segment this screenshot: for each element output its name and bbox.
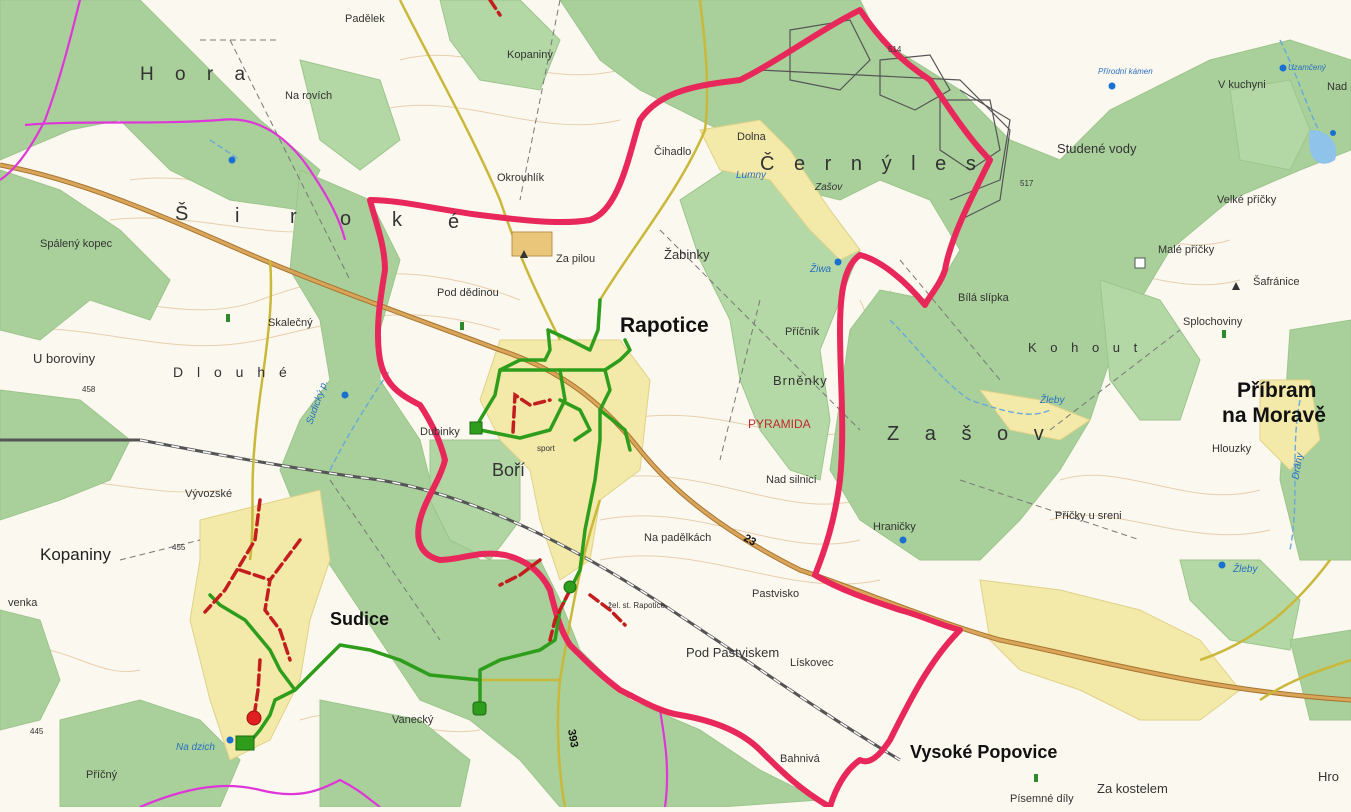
label-brnenky: Brněnky <box>773 373 828 388</box>
label-v-kuchyni: V kuchyni <box>1218 79 1266 91</box>
tracks <box>119 0 1181 641</box>
label-u-boroviny: U boroviny <box>33 351 96 366</box>
label-okrouhlik: Okrouhlík <box>497 172 545 184</box>
elevation-517: 517 <box>1020 179 1034 188</box>
minor-roads <box>248 0 1351 807</box>
elevation-458: 458 <box>82 385 96 394</box>
route-marker-red[interactable] <box>246 710 262 726</box>
label-dolna: Dolna <box>737 131 767 143</box>
label-nad: Nad <box>1327 81 1347 93</box>
label-kopaniny[interactable]: Kopaniny <box>40 545 111 564</box>
elevation-455: 455 <box>172 543 186 552</box>
label-studene-vody: Studené vody <box>1057 141 1137 156</box>
label-zabinky: Žabinky <box>664 247 710 262</box>
route-existing <box>208 298 632 744</box>
label-siroke-i: i <box>235 205 239 227</box>
label-pribram-line1[interactable]: Příbram <box>1237 379 1316 402</box>
label-zleby-2: Žleby <box>1232 562 1258 575</box>
label-siroke-o: o <box>340 208 351 230</box>
route-node[interactable] <box>472 701 487 716</box>
label-vysoke-popovice[interactable]: Vysoké Popovice <box>910 742 1057 762</box>
label-ziwa: Žiwa <box>809 262 832 275</box>
label-za-kostelem: Za kostelem <box>1097 781 1168 796</box>
label-bori: Boří <box>492 460 525 480</box>
label-pribram-line2[interactable]: na Moravě <box>1222 404 1326 427</box>
label-drahy: Dráhy <box>1290 451 1306 480</box>
label-uzamceny: Uzamčený <box>1288 63 1327 72</box>
label-pyramida[interactable]: PYRAMIDA <box>748 417 811 431</box>
label-hro: Hro <box>1318 769 1339 784</box>
label-venka: venka <box>8 597 38 609</box>
municipal-boundary <box>367 7 993 807</box>
label-male-pricky: Malé příčky <box>1158 244 1215 256</box>
label-pricny: Příčný <box>86 769 118 781</box>
label-splochoviny: Splochoviny <box>1183 316 1243 328</box>
label-cerny-les: Č e r n ý l e s <box>760 152 983 175</box>
pond <box>1309 130 1337 164</box>
route-planned <box>203 0 627 712</box>
label-na-padelkach: Na padělkách <box>644 532 711 544</box>
label-padelek: Padělek <box>345 13 385 25</box>
label-hranicky: Hraničky <box>873 521 916 533</box>
label-station-rapotice: žel. st. Rapotice <box>608 601 665 610</box>
district-boundary <box>0 0 669 807</box>
label-pastvisko: Pastvisko <box>752 588 799 600</box>
label-siroke-e: é <box>448 211 459 233</box>
label-bahniva: Bahnivá <box>780 753 821 765</box>
road-number-393: 393 <box>565 728 580 748</box>
label-cihadlo: Čihadlo <box>654 145 691 158</box>
label-siroke-s: Š <box>175 202 188 225</box>
label-pisemne-dily: Písemné díly <box>1010 793 1074 805</box>
route-node[interactable] <box>563 580 577 594</box>
label-liskovec: Lískovec <box>790 657 834 669</box>
label-vanecky: Vanecký <box>392 714 434 726</box>
label-skalecny: Skalečný <box>268 317 313 329</box>
label-prirodni-kamen: Přírodní kámen <box>1098 67 1153 76</box>
label-dlouhe: D l o u h é <box>173 364 292 380</box>
label-pod-pastviskem: Pod Pastviskem <box>686 645 779 660</box>
label-zasov-small: Zašov <box>814 182 843 193</box>
label-rapotice[interactable]: Rapotice <box>620 314 709 337</box>
elevation-514: 514 <box>888 45 902 54</box>
label-hlouzky: Hlouzky <box>1212 443 1252 455</box>
label-na-dzich: Na dzich <box>176 742 215 753</box>
label-pricky-u-sreni: Příčky u sreni <box>1055 510 1122 522</box>
railway-dash <box>139 439 901 761</box>
label-velke-pricky: Velké příčky <box>1217 194 1277 206</box>
label-bila-slipka: Bílá slípka <box>958 292 1010 304</box>
label-siroke-r: r <box>290 206 297 228</box>
label-sport: sport <box>537 444 556 453</box>
label-hora: H o r a <box>140 64 253 85</box>
label-za-pilou: Za pilou <box>556 253 595 265</box>
label-kohout: K o h o u t <box>1028 340 1142 355</box>
label-sudice[interactable]: Sudice <box>330 609 389 629</box>
label-dubinky: Dubinky <box>420 426 460 438</box>
elevation-445: 445 <box>30 727 44 736</box>
label-zleby: Žleby <box>1039 393 1065 406</box>
place-labels: Rapotice Sudice Příbram na Moravě Vysoké… <box>8 13 1347 805</box>
route-node[interactable] <box>469 421 483 435</box>
label-nad-silnici: Nad silnicí <box>766 474 817 486</box>
road-number-23: 23 <box>742 532 759 549</box>
road-23 <box>0 163 1351 702</box>
label-zasov: Z a š o v <box>887 423 1054 445</box>
label-spaleny-kopec: Spálený kopec <box>40 238 113 250</box>
label-pod-dedinou: Pod dědinou <box>437 287 499 299</box>
label-pricnik: Příčník <box>785 326 820 338</box>
label-safranice: Šafránice <box>1253 275 1299 288</box>
label-vyvozske: Vývozské <box>185 488 232 500</box>
label-lumny: Lumny <box>736 170 767 181</box>
route-node-start[interactable] <box>235 735 255 751</box>
label-na-rovich: Na rovích <box>285 90 332 102</box>
label-siroke-k: k <box>392 209 403 231</box>
map-symbols <box>226 64 1336 782</box>
label-kopaniny-n: Kopaniny <box>507 49 553 61</box>
